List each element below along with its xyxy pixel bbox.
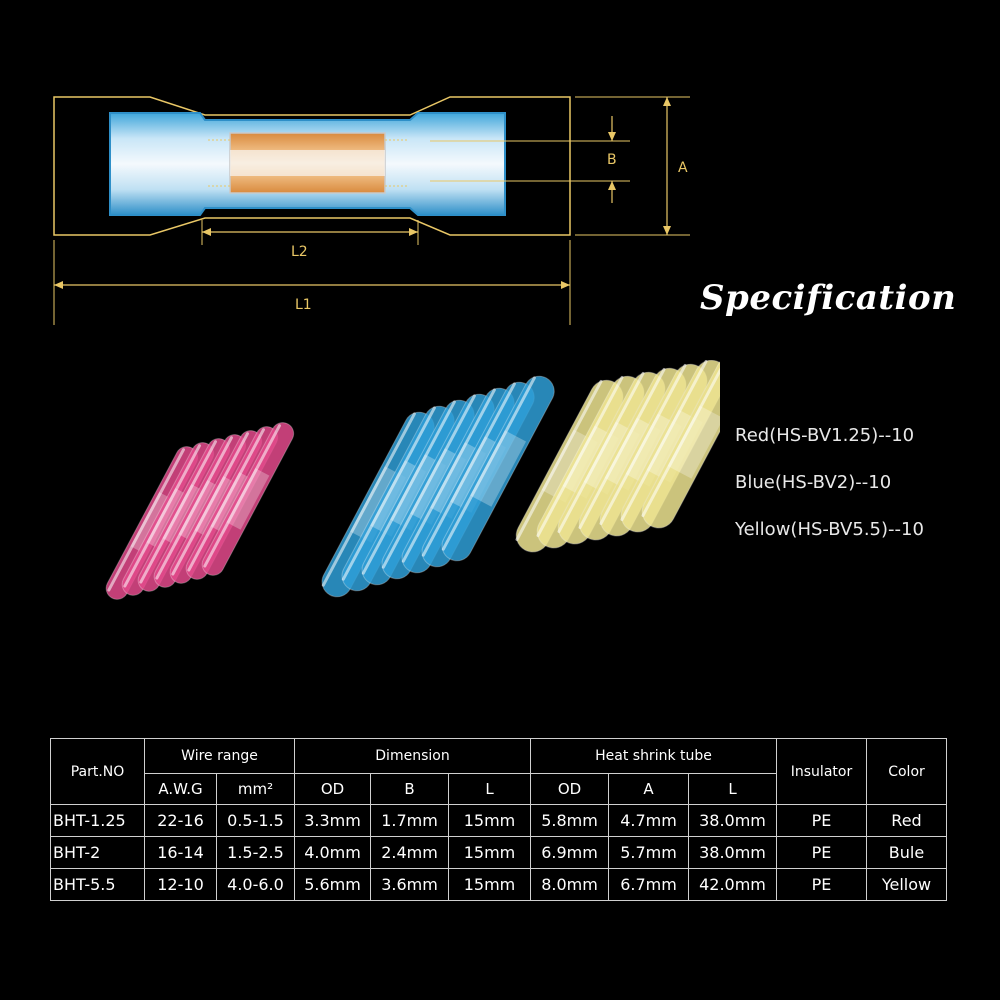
header-part-no: Part.NO — [50, 738, 145, 805]
legend-red: Red(HS-BV1.25)--10 — [735, 425, 915, 446]
dimension-label-l2: L2 — [291, 244, 308, 260]
header-dimension: Dimension — [294, 738, 531, 774]
outer-tube-outline — [53, 96, 571, 236]
table-cell: 3.6mm — [370, 868, 449, 901]
table-cell: 1.5-2.5 — [216, 836, 295, 869]
cell-part-no: BHT-1.25 — [50, 804, 145, 837]
subheader-awg: A.W.G — [144, 773, 217, 805]
subheader-tube-l: L — [688, 773, 777, 805]
table-cell: 42.0mm — [688, 868, 777, 901]
table-cell: 15mm — [448, 868, 531, 901]
subheader-l: L — [448, 773, 531, 805]
connector-tube — [441, 375, 555, 562]
table-cell: 4.7mm — [608, 804, 689, 837]
table-cell: PE — [776, 804, 867, 837]
table-cell: 38.0mm — [688, 804, 777, 837]
legend-blue: Blue(HS-BV2)--10 — [735, 472, 892, 493]
product-photo — [105, 360, 720, 600]
table-cell: 15mm — [448, 836, 531, 869]
table-cell: Bule — [866, 836, 947, 869]
table-cell: 4.0mm — [294, 836, 371, 869]
table-cell: 1.7mm — [370, 804, 449, 837]
connector-tube — [201, 422, 295, 576]
table-cell: 16-14 — [144, 836, 217, 869]
subheader-b: B — [370, 773, 449, 805]
table-cell: PE — [776, 836, 867, 869]
specification-table: Part.NO Wire range Dimension Heat shrink… — [50, 738, 947, 901]
table-cell: PE — [776, 868, 867, 901]
header-wire-range: Wire range — [144, 738, 295, 774]
dimension-label-a: A — [678, 160, 688, 176]
table-cell: 8.0mm — [530, 868, 609, 901]
connector-dimension-diagram — [53, 96, 690, 325]
table-cell: 3.3mm — [294, 804, 371, 837]
table-cell: 4.0-6.0 — [216, 868, 295, 901]
subheader-tube-a: A — [608, 773, 689, 805]
table-cell: 2.4mm — [370, 836, 449, 869]
table-cell: 6.9mm — [530, 836, 609, 869]
table-cell: Yellow — [866, 868, 947, 901]
subheader-mm2: mm² — [216, 773, 295, 805]
subheader-od: OD — [294, 773, 371, 805]
header-insulator: Insulator — [776, 738, 867, 805]
blue-connectors-group — [321, 375, 555, 598]
table-cell: 22-16 — [144, 804, 217, 837]
table-cell: 15mm — [448, 804, 531, 837]
dimension-label-b: B — [607, 152, 617, 168]
red-connectors-group — [105, 422, 295, 600]
specification-title: Specification — [700, 278, 957, 318]
yellow-connectors-group — [515, 360, 720, 553]
dimension-label-l1: L1 — [295, 297, 312, 313]
table-cell: 5.6mm — [294, 868, 371, 901]
header-color: Color — [866, 738, 947, 805]
table-row: BHT-1.25 22-16 0.5-1.5 3.3mm 1.7mm 15mm … — [50, 804, 947, 837]
table-cell: Red — [866, 804, 947, 837]
connector-tube — [641, 360, 720, 529]
cell-part-no: BHT-2 — [50, 836, 145, 869]
subheader-tube-od: OD — [530, 773, 609, 805]
table-cell: 5.8mm — [530, 804, 609, 837]
table-cell: 5.7mm — [608, 836, 689, 869]
legend-yellow: Yellow(HS-BV5.5)--10 — [735, 519, 924, 540]
table-row: BHT-5.5 12-10 4.0-6.0 5.6mm 3.6mm 15mm 8… — [50, 868, 947, 901]
table-cell: 6.7mm — [608, 868, 689, 901]
cell-part-no: BHT-5.5 — [50, 868, 145, 901]
table-cell: 12-10 — [144, 868, 217, 901]
table-row: BHT-2 16-14 1.5-2.5 4.0mm 2.4mm 15mm 6.9… — [50, 836, 947, 869]
table-cell: 0.5-1.5 — [216, 804, 295, 837]
header-heat-shrink-tube: Heat shrink tube — [530, 738, 777, 774]
table-cell: 38.0mm — [688, 836, 777, 869]
